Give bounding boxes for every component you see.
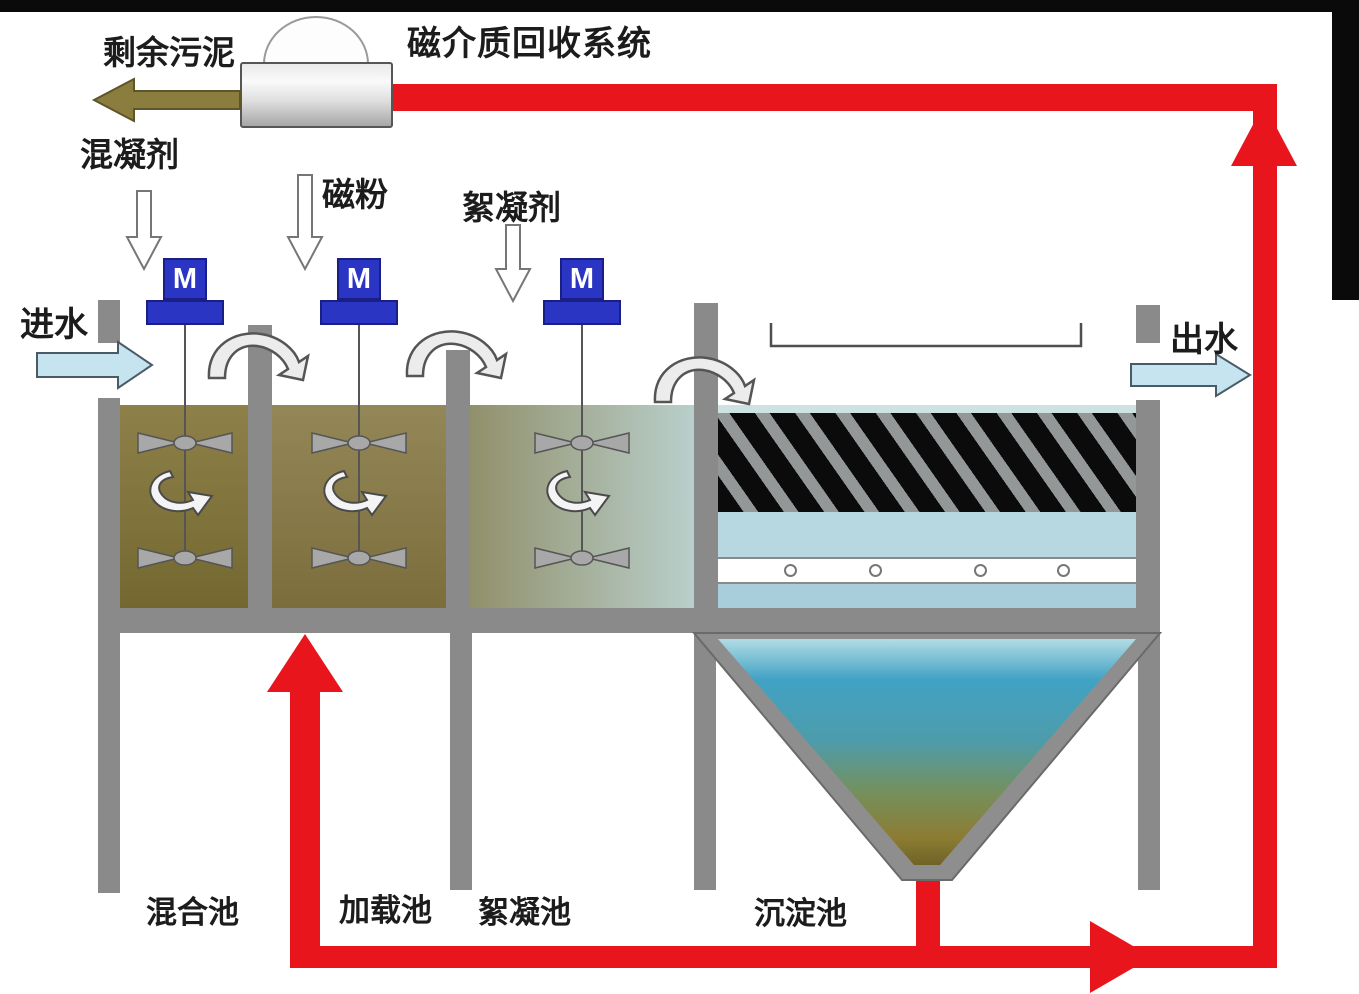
mixing-tank-label: 混合池 (146, 895, 239, 930)
coagulant-dosing-arrow (125, 190, 163, 272)
sedimentation-surface-water (718, 405, 1136, 413)
right-border-bar (1332, 0, 1359, 300)
flocculant-dosing-arrow (494, 224, 532, 304)
magnetic-powder-label: 磁粉 (322, 176, 388, 213)
inlet-water-arrow (36, 340, 154, 390)
wall-loading-flocculation (446, 350, 470, 608)
mixing-swirl-arrow (149, 469, 214, 517)
recovery-device-body (240, 62, 393, 128)
clarified-water-band (718, 512, 1136, 557)
collection-pipe-orifice (869, 564, 882, 577)
motor-label: M (569, 262, 595, 295)
sedimentation-tank-label: 沉淀池 (754, 896, 847, 931)
mixer-motor-base (146, 300, 224, 325)
inlet-water-label: 进水 (20, 306, 88, 344)
recycle-pipe-riser-loading-tank (290, 691, 320, 968)
loading-tank-label: 加载池 (339, 893, 432, 928)
impeller (311, 547, 407, 569)
mixer-motor: M (163, 258, 207, 300)
overflow-arrow-loading-to-flocculation (405, 330, 508, 380)
recycle-pipe-right (1253, 84, 1277, 968)
wall-mixing-loading (248, 325, 272, 608)
diagram-title: 磁介质回收系统 (407, 25, 652, 63)
lamella-plate-module (718, 413, 1136, 512)
recovery-device-dome (263, 16, 369, 66)
right-outer-wall-upper (1136, 305, 1160, 343)
support-leg (1138, 633, 1160, 890)
left-outer-wall-upper (98, 300, 120, 343)
lower-water-band (718, 584, 1136, 608)
mixing-swirl-arrow (323, 469, 388, 517)
outlet-water-label: 出水 (1170, 321, 1238, 359)
recycle-pipe-top (380, 84, 1277, 111)
impeller (534, 432, 630, 454)
impeller (311, 432, 407, 454)
overflow-arrow-flocculation-to-sedimentation (653, 356, 756, 406)
excess-sludge-label: 剩余污泥 (103, 34, 235, 71)
collection-pipe-orifice (1057, 564, 1070, 577)
overflow-arrow-mixing-to-loading (207, 332, 310, 382)
impeller (137, 547, 233, 569)
impeller (534, 547, 630, 569)
left-outer-wall-lower-and-leg (98, 398, 120, 893)
magnetic-powder-dosing-arrow (286, 174, 324, 272)
tank-floor (98, 608, 1160, 633)
mixing-swirl-arrow (546, 469, 611, 517)
excess-sludge-arrow (91, 77, 241, 123)
sedimentation-funnel (691, 632, 1163, 881)
recycle-arrowhead-right-bottom (1090, 921, 1152, 993)
motor-label: M (172, 262, 198, 295)
recycle-arrowhead-up-right-pipe (1231, 104, 1297, 166)
coagulant-label: 混凝剂 (80, 136, 179, 173)
right-outer-wall-lower (1136, 400, 1160, 608)
support-leg (450, 633, 472, 890)
flocculation-tank-label: 絮凝池 (478, 895, 571, 930)
recycle-arrowhead-up-loading-tank (267, 634, 343, 692)
mixer-motor: M (560, 258, 604, 300)
flocculant-label: 絮凝剂 (462, 189, 561, 226)
collection-pipe-orifice (974, 564, 987, 577)
motor-label: M (346, 262, 372, 295)
collection-pipe-band (718, 557, 1136, 584)
top-border-bar (0, 0, 1359, 12)
mixer-motor: M (337, 258, 381, 300)
recycle-pipe-bottom (290, 946, 1277, 968)
mixer-motor-base (320, 300, 398, 325)
mixer-motor-base (543, 300, 621, 325)
impeller (137, 432, 233, 454)
collection-pipe-orifice (784, 564, 797, 577)
support-leg (694, 633, 716, 890)
outlet-water-arrow (1130, 352, 1252, 398)
effluent-launder-bracket (769, 323, 1083, 348)
